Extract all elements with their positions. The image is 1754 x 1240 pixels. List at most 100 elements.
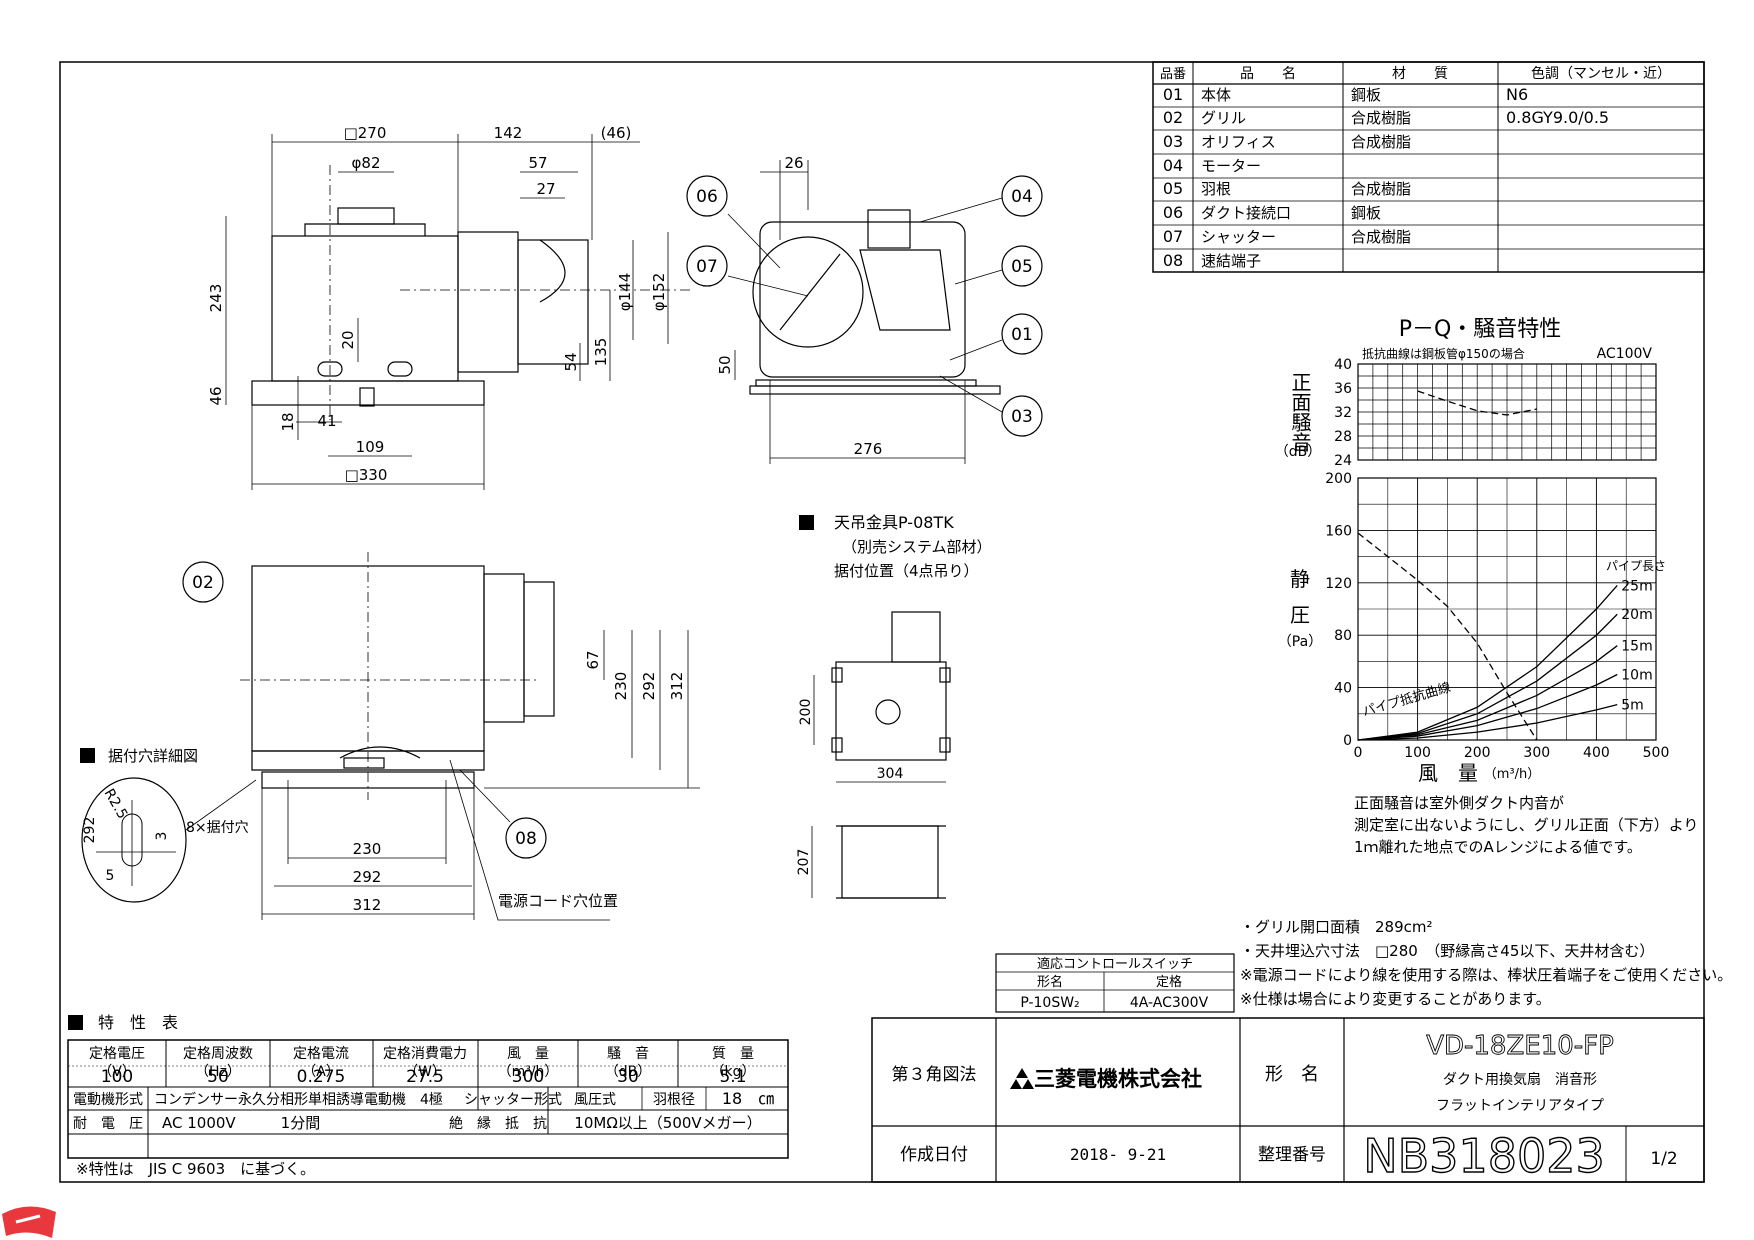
pq-xtick-label: 400 xyxy=(1583,745,1610,761)
dim-label: 5 xyxy=(106,868,115,884)
dim-label: 276 xyxy=(854,440,883,458)
switch-header-model: 形名 xyxy=(1037,974,1063,990)
pipe-resistance-curve xyxy=(1357,703,1618,741)
pipe-resistance-curve xyxy=(1357,645,1618,741)
part-color: 0.8GY9.0/0.5 xyxy=(1506,108,1609,127)
note-spec-change: ※仕様は場合により変更することがあります。 xyxy=(1240,990,1551,1008)
balloon-07 xyxy=(686,245,728,287)
part-number: 06 xyxy=(1163,203,1183,222)
dim-label: 312 xyxy=(353,896,382,914)
pq-ytick-label: 40 xyxy=(1334,681,1352,697)
pressure-yunit: （Pa） xyxy=(1278,634,1322,650)
insulation-label: 絶 縁 抵 抗 xyxy=(449,1116,547,1132)
chart-title: P－Q・騒音特性 xyxy=(1399,317,1562,342)
spec-header: 騒 音 xyxy=(607,1045,649,1062)
dim-label: 20 xyxy=(339,330,357,349)
front-view-drawing xyxy=(240,552,700,921)
pq-chart: P－Q・騒音特性 抵抗曲線は鋼板管φ150の場合 AC100V 正面騒音 （dB… xyxy=(1275,317,1670,785)
spec-header: 定格電圧 xyxy=(89,1046,145,1062)
balloon-04-label: 04 xyxy=(1011,187,1033,207)
hole-detail-marker xyxy=(80,748,95,763)
spec-headers: 定格電圧（V）定格周波数（Hz）定格電流（A）定格消費電力（W）風 量（m³/h… xyxy=(89,1045,756,1080)
spec-value: 300 xyxy=(512,1067,544,1087)
dim-label: φ144 xyxy=(616,273,634,312)
part-number: 03 xyxy=(1163,132,1183,151)
projection-method: 第３角図法 xyxy=(892,1065,977,1085)
dim-label: 41 xyxy=(317,412,336,430)
part-name: ダクト接続口 xyxy=(1201,204,1291,222)
part-material: 合成樹脂 xyxy=(1351,180,1411,198)
chart-note-line1: 正面騒音は室外側ダクト内音が xyxy=(1354,794,1564,812)
part-name: オリフィス xyxy=(1201,133,1276,151)
title-block: 第３角図法 三菱電機株式会社 形 名 VD-18ZE10-FP ダクト用換気扇 … xyxy=(871,1017,1705,1184)
series-label: 20m xyxy=(1621,607,1652,623)
noise-ytick-label: 24 xyxy=(1334,453,1352,469)
noise-ytick-label: 32 xyxy=(1334,405,1352,421)
dim-label: □330 xyxy=(345,466,388,484)
noise-yunit: （dB） xyxy=(1275,444,1322,460)
part-number: 07 xyxy=(1163,227,1183,246)
model-desc-1: ダクト用換気扇 消音形 xyxy=(1443,1071,1597,1088)
pressure-ylabel-1: 静 xyxy=(1290,567,1310,591)
shutter-label: シャッター形式 xyxy=(464,1092,562,1108)
balloon-06-label: 06 xyxy=(696,187,718,207)
dim-label: 135 xyxy=(592,338,610,367)
part-material: 合成樹脂 xyxy=(1351,228,1411,246)
spec-title: 特 性 表 xyxy=(98,1013,178,1032)
spec-header: （m³/h） xyxy=(498,1064,559,1080)
part-name: 羽根 xyxy=(1201,180,1231,198)
dim-label: 230 xyxy=(353,840,382,858)
pq-fan-curve xyxy=(1357,532,1538,741)
balloon-08-label: 08 xyxy=(515,829,537,849)
motor-label: 電動機形式 xyxy=(73,1092,143,1108)
dim-label: 50 xyxy=(716,355,734,374)
pq-ytick-label: 160 xyxy=(1325,523,1352,539)
pq-xtick-label: 300 xyxy=(1523,745,1550,761)
dim-label: 230 xyxy=(612,672,630,701)
balloon-08 xyxy=(505,817,547,859)
bracket-note: （別売システム部材） xyxy=(842,538,992,556)
pressure-ylabel-2: 圧 xyxy=(1290,603,1310,627)
part-name: シャッター xyxy=(1201,228,1276,246)
pq-xtick-label: 200 xyxy=(1464,745,1491,761)
chart-supply: AC100V xyxy=(1597,346,1653,362)
xlabel: 風 量 xyxy=(1418,761,1478,785)
part-name: グリル xyxy=(1201,109,1246,127)
part-name: 本体 xyxy=(1201,86,1231,104)
noise-ytick-label: 28 xyxy=(1334,429,1352,445)
dim-label: 27 xyxy=(536,180,555,198)
corner-stamp xyxy=(2,1206,56,1238)
series-label: 15m xyxy=(1621,639,1652,655)
switch-header-rating: 定格 xyxy=(1156,974,1182,990)
balloon-01 xyxy=(1001,313,1043,355)
legend-title: パイプ長さ xyxy=(1606,559,1666,573)
note-ceiling-hole: ・天井埋込穴寸法 □280 （野縁高さ45以下、天井材含む） xyxy=(1240,942,1654,960)
power-cord-label: 電源コード穴位置 xyxy=(498,892,618,910)
blade-value: 18 ㎝ xyxy=(722,1089,774,1108)
balloon-07-label: 07 xyxy=(696,257,718,277)
note-grille-area: ・グリル開口面積 289cm² xyxy=(1240,918,1433,936)
chart-note-line2: 測定室に出ないようにし、グリル正面（下方）より xyxy=(1354,816,1698,834)
model-number: VD-18ZE10-FP xyxy=(1426,1031,1614,1061)
mitsubishi-logo xyxy=(1010,1068,1034,1089)
note-power-cord: ※電源コードにより線を使用する際は、棒状圧着端子をご使用ください。 xyxy=(1240,966,1732,984)
noise-ylabel: 正面騒音 xyxy=(1288,372,1312,452)
spec-header: （Hz） xyxy=(195,1064,241,1080)
general-notes: ・グリル開口面積 289cm² ・天井埋込穴寸法 □280 （野縁高さ45以下、… xyxy=(1240,918,1732,1008)
dim-label: 26 xyxy=(784,154,803,172)
spec-value: 100 xyxy=(101,1067,133,1087)
part-material: 合成樹脂 xyxy=(1351,109,1411,127)
part-number: 08 xyxy=(1163,251,1183,270)
balloon-03 xyxy=(1001,395,1043,437)
parts-header-material: 材 質 xyxy=(1392,66,1448,82)
dim-label: 54 xyxy=(562,352,580,371)
dim-label: 18 xyxy=(279,412,297,431)
balloon-06 xyxy=(686,175,728,217)
chart-note-line3: 1ｍ離れた地点でのAレンジによる値です。 xyxy=(1354,838,1642,856)
insulation-value: 10MΩ以上（500Vメガー） xyxy=(574,1114,761,1132)
spec-footnote: ※特性は JIS C 9603 に基づく。 xyxy=(76,1160,315,1178)
sheet-border xyxy=(59,61,1705,1183)
